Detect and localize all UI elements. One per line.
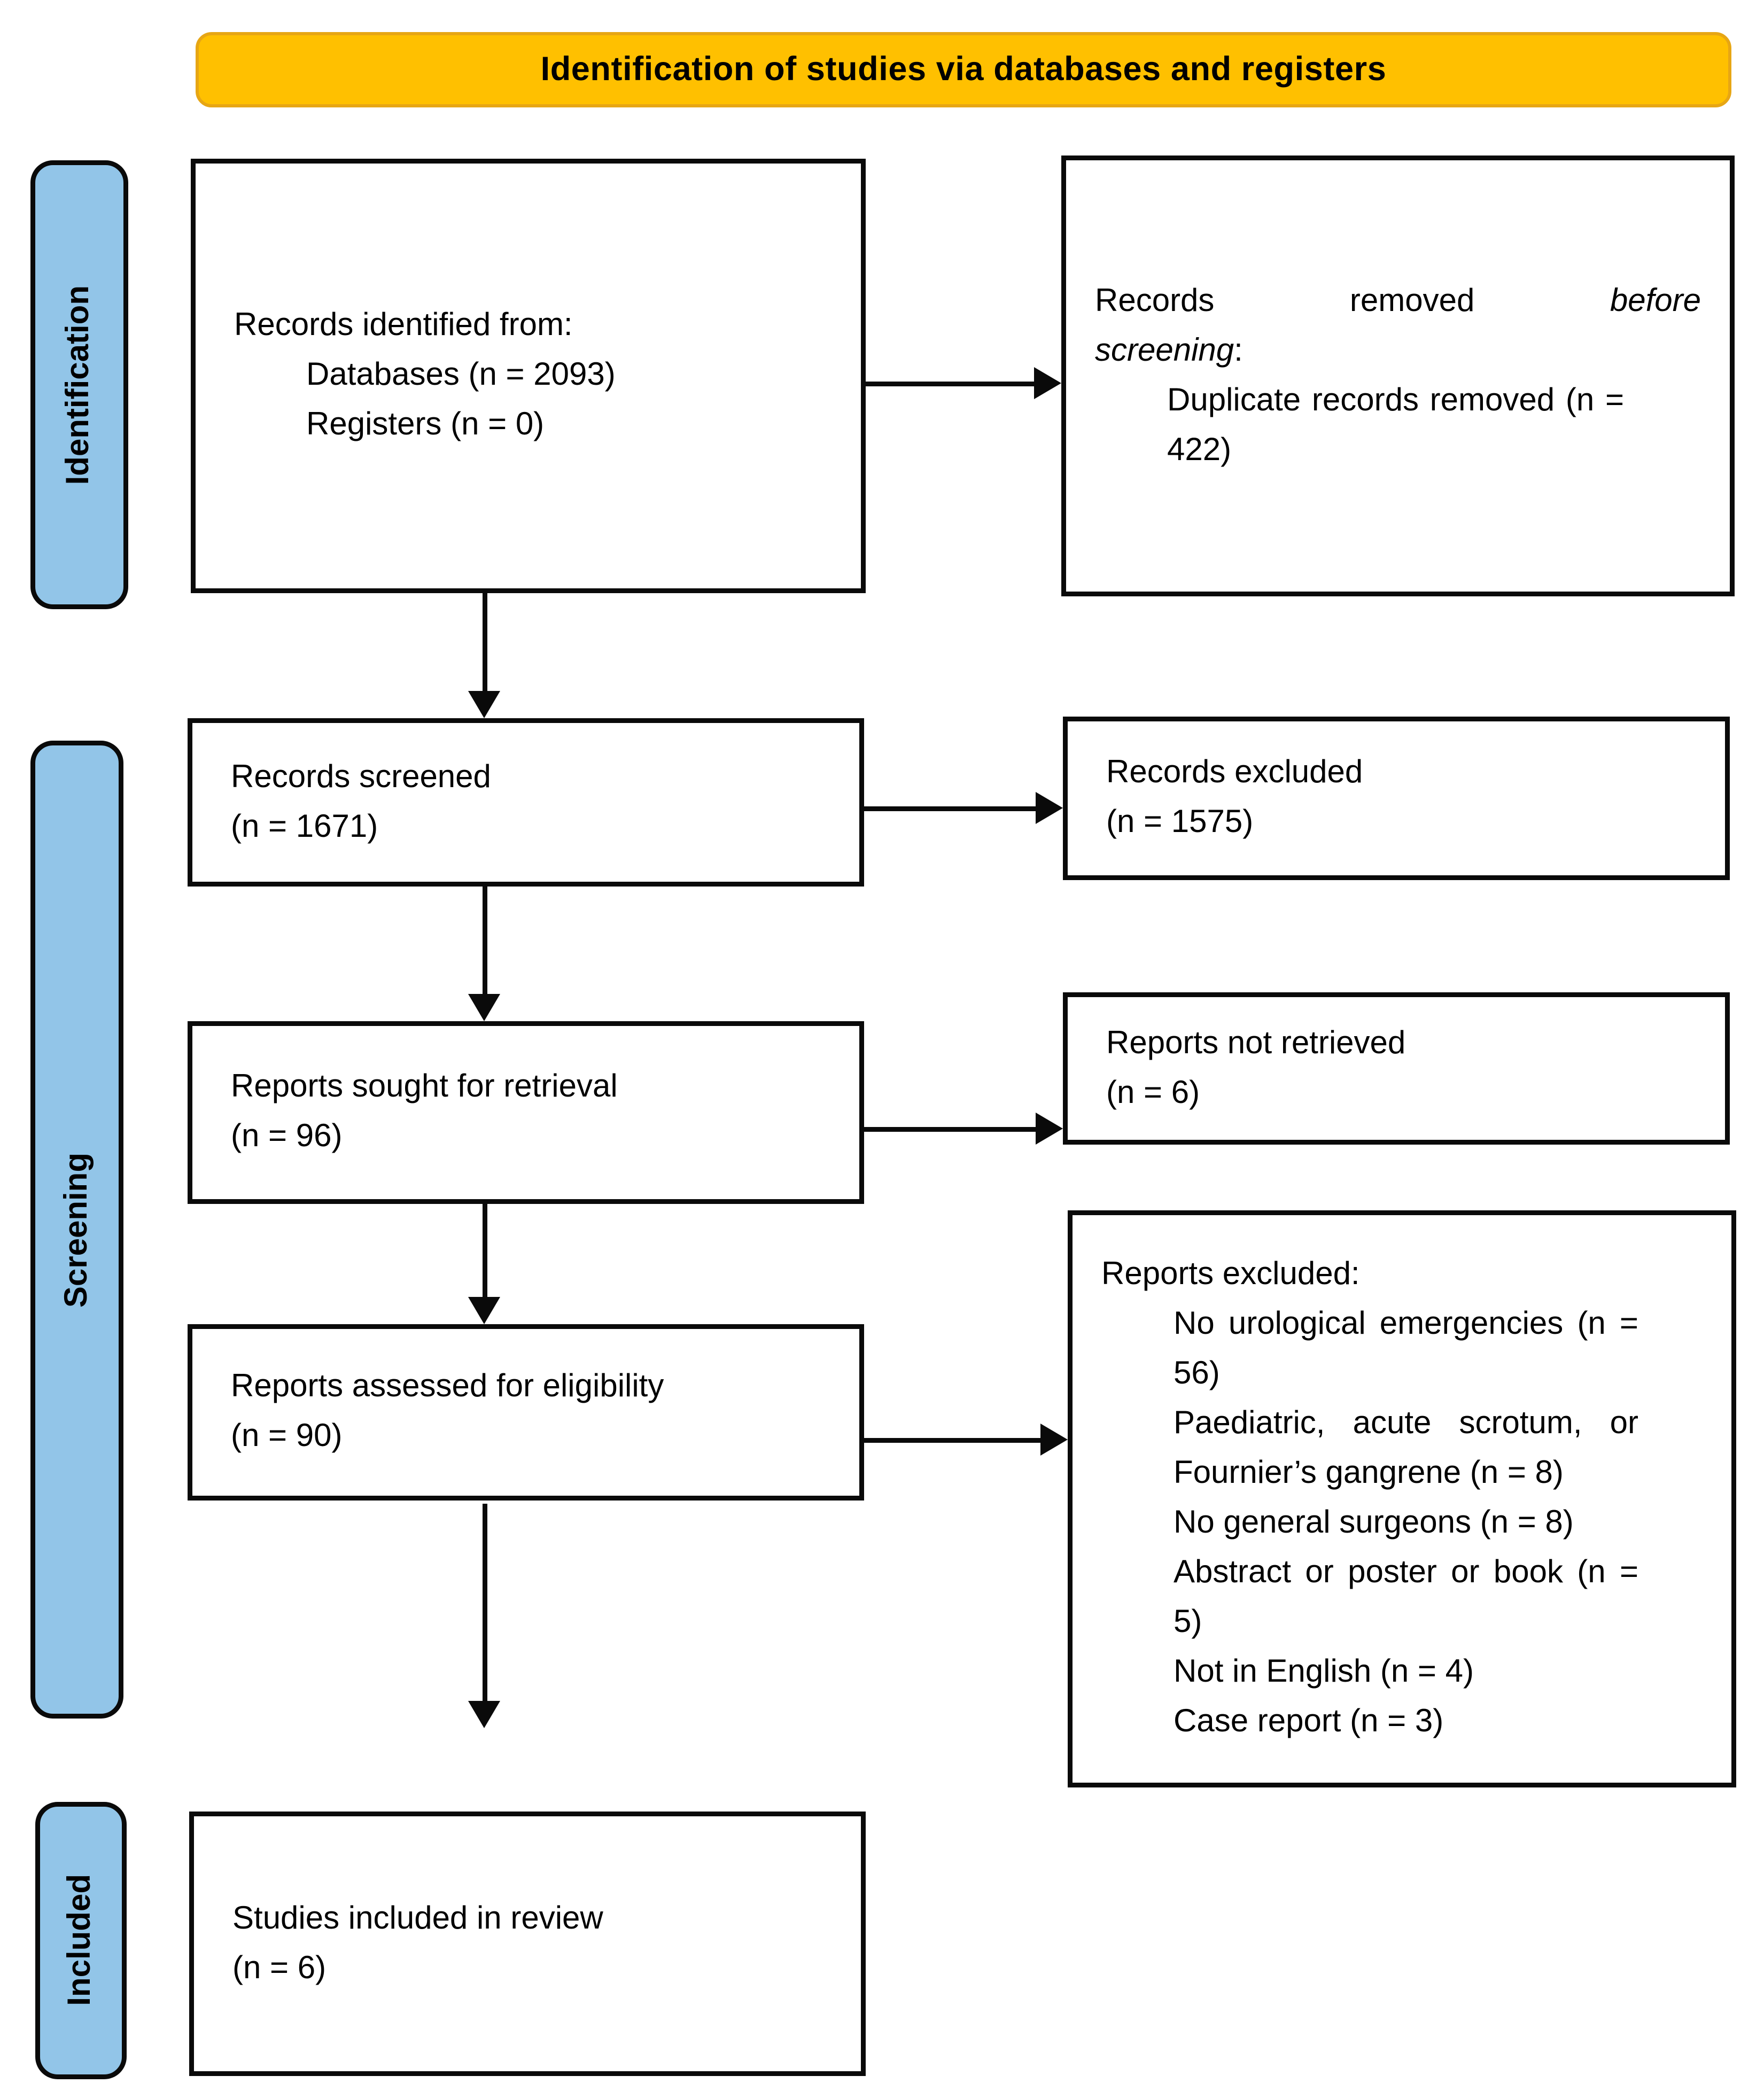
box-records-identified: Records identified from: Databases (n = … <box>191 159 866 593</box>
reports-excluded-reason: No urological emergencies (n = 56) <box>1174 1307 1638 1391</box>
arrow-head <box>1036 792 1063 824</box>
stage-label-screening-text: Screening <box>58 1152 94 1308</box>
reports-excluded-title: Reports excluded: <box>1101 1257 1360 1292</box>
arrow-head <box>468 994 500 1021</box>
arrow-line <box>483 1504 487 1702</box>
diagram-title-banner: Identification of studies via databases … <box>196 32 1731 107</box>
arrow-line <box>483 887 487 996</box>
box-studies-included: Studies included in review (n = 6) <box>189 1812 866 2076</box>
reports-excluded-reason: No general surgeons (n = 8) <box>1174 1505 1574 1541</box>
records-removed-title-line1: Records removed before <box>1095 277 1701 326</box>
records-screened-count: (n = 1671) <box>231 808 378 844</box>
diagram-title: Identification of studies via databases … <box>540 50 1387 88</box>
reports-not-retrieved-count: (n = 6) <box>1106 1075 1200 1110</box>
reports-assessed-label: Reports assessed for eligibility <box>231 1369 664 1404</box>
arrow-head <box>1040 1424 1068 1456</box>
stage-label-included-text: Included <box>63 1875 98 2007</box>
stage-label-included: Included <box>35 1802 127 2079</box>
reports-not-retrieved-label: Reports not retrieved <box>1106 1025 1406 1061</box>
records-excluded-count: (n = 1575) <box>1106 805 1254 840</box>
records-identified-title: Records identified from: <box>234 308 573 343</box>
records-screened-label: Records screened <box>231 759 491 795</box>
arrow-line <box>864 806 1037 811</box>
arrow-head <box>468 1701 500 1728</box>
records-removed-title-italic-screening: screening <box>1095 332 1234 368</box>
reports-excluded-reason: Paediatric, acute scrotum, or Fournier’s… <box>1174 1406 1638 1491</box>
box-reports-not-retrieved: Reports not retrieved (n = 6) <box>1063 992 1730 1145</box>
arrow-head <box>468 691 500 718</box>
stage-label-identification: Identification <box>30 160 128 609</box>
reports-sought-count: (n = 96) <box>231 1119 343 1154</box>
reports-sought-label: Reports sought for retrieval <box>231 1069 618 1105</box>
records-removed-title-colon: : <box>1234 332 1243 368</box>
arrow-line <box>483 1204 487 1299</box>
records-excluded-label: Records excluded <box>1106 755 1363 790</box>
records-identified-databases: Databases (n = 2093) <box>306 357 616 393</box>
box-records-removed-before-screening: Records removed before screening: Duplic… <box>1061 156 1735 596</box>
arrow-line <box>866 382 1036 386</box>
studies-included-label: Studies included in review <box>232 1900 603 1936</box>
arrow-head <box>1036 1113 1063 1145</box>
arrow-head <box>468 1297 500 1324</box>
studies-included-count: (n = 6) <box>232 1950 327 1986</box>
box-reports-assessed-for-eligibility: Reports assessed for eligibility (n = 90… <box>188 1324 864 1501</box>
box-records-excluded: Records excluded (n = 1575) <box>1063 717 1730 880</box>
records-identified-registers: Registers (n = 0) <box>306 407 545 442</box>
arrow-line <box>483 593 487 694</box>
records-removed-title-italic-before: before <box>1610 283 1701 318</box>
reports-excluded-reason: Case report (n = 3) <box>1174 1704 1444 1739</box>
stage-label-identification-text: Identification <box>61 285 96 485</box>
box-reports-excluded: Reports excluded: No urological emergenc… <box>1068 1210 1736 1787</box>
reports-excluded-reason: Abstract or poster or book (n = 5) <box>1174 1555 1638 1640</box>
arrow-line <box>864 1127 1037 1132</box>
records-removed-title-line2: screening: <box>1095 326 1701 376</box>
stage-label-screening: Screening <box>30 741 123 1719</box>
box-records-screened: Records screened (n = 1671) <box>188 718 864 887</box>
reports-excluded-reason: Not in English (n = 4) <box>1174 1654 1474 1690</box>
box-reports-sought-for-retrieval: Reports sought for retrieval (n = 96) <box>188 1021 864 1204</box>
records-removed-title-text: Records removed <box>1095 283 1475 318</box>
arrow-head <box>1034 367 1061 399</box>
arrow-line <box>864 1438 1042 1443</box>
duplicate-records-removed: Duplicate records removed (n = 422) <box>1167 382 1624 468</box>
reports-assessed-count: (n = 90) <box>231 1419 343 1454</box>
